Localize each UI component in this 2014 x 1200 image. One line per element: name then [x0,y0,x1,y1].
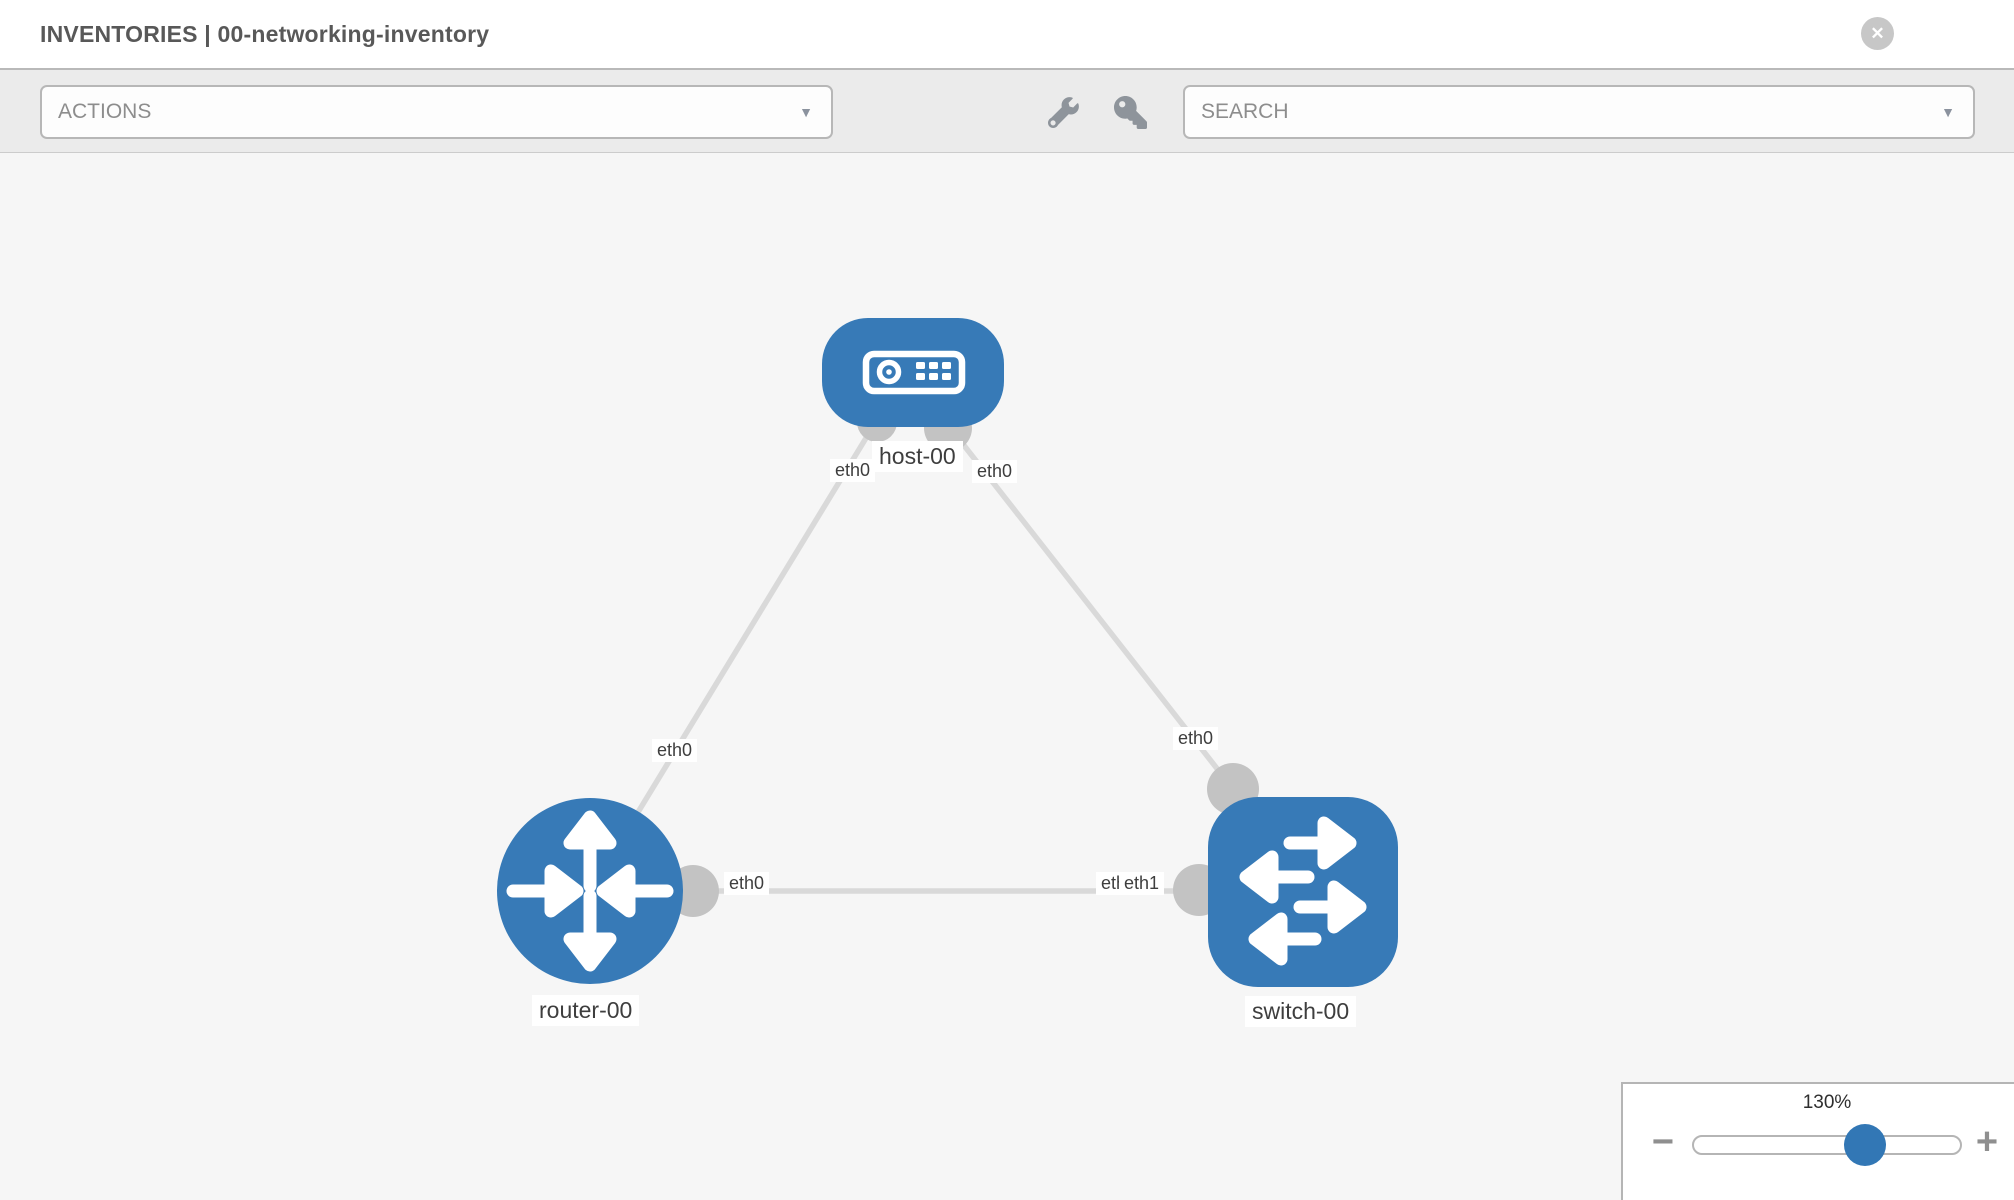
chevron-down-icon: ▼ [1941,104,1955,120]
page-title: INVENTORIES | 00-networking-inventory [40,21,490,47]
node-label-switch: switch-00 [1245,996,1357,1027]
node-router[interactable] [497,798,683,984]
plus-icon: + [1975,1121,1999,1163]
search-dropdown-label: SEARCH [1201,100,1289,123]
node-switch[interactable] [1208,797,1398,987]
router-icon [506,810,674,972]
minus-icon: − [1651,1121,1675,1163]
window-header: INVENTORIES | 00-networking-inventory ✕ [0,0,2014,70]
interface-label-host-right: eth0 [972,460,1018,483]
toolbar: ACTIONS ▼ SEARCH ▼ [0,70,2014,153]
close-icon: ✕ [1870,24,1885,43]
node-label-router: router-00 [532,995,640,1026]
actions-dropdown-label: ACTIONS [58,100,152,123]
zoom-slider-track[interactable] [1692,1135,1962,1155]
interface-label-switch-left: eth1 [1119,872,1165,895]
zoom-control-panel: 130% − + [1621,1082,2014,1200]
topology-canvas[interactable]: host-00 eth0 eth0 eth0 eth0 eth0 eth0 et… [0,153,2014,1200]
search-dropdown[interactable]: SEARCH ▼ [1183,85,1975,139]
zoom-slider-thumb[interactable] [1844,1124,1886,1166]
node-host[interactable] [822,318,1004,427]
wrench-icon [1047,96,1079,128]
zoom-in-button[interactable]: + [1965,1120,2009,1164]
actions-dropdown[interactable]: ACTIONS ▼ [40,85,833,139]
zoom-percentage: 130% [1802,1092,1852,1113]
interface-label-router-top: eth0 [652,739,698,762]
interface-label-host-left: eth0 [830,459,876,482]
topology-graph [497,318,1398,987]
close-button[interactable]: ✕ [1861,17,1894,50]
zoom-out-button[interactable]: − [1641,1120,1685,1164]
tools-button[interactable] [1045,94,1081,130]
credentials-button[interactable] [1112,94,1148,130]
switch-icon [1239,816,1367,966]
chevron-down-icon: ▼ [799,104,813,120]
interface-label-router-right: eth0 [724,872,770,895]
interface-label-switch-top: eth0 [1173,727,1219,750]
key-icon [1113,95,1147,129]
node-label-host: host-00 [872,441,963,472]
host-server-icon [862,350,966,395]
